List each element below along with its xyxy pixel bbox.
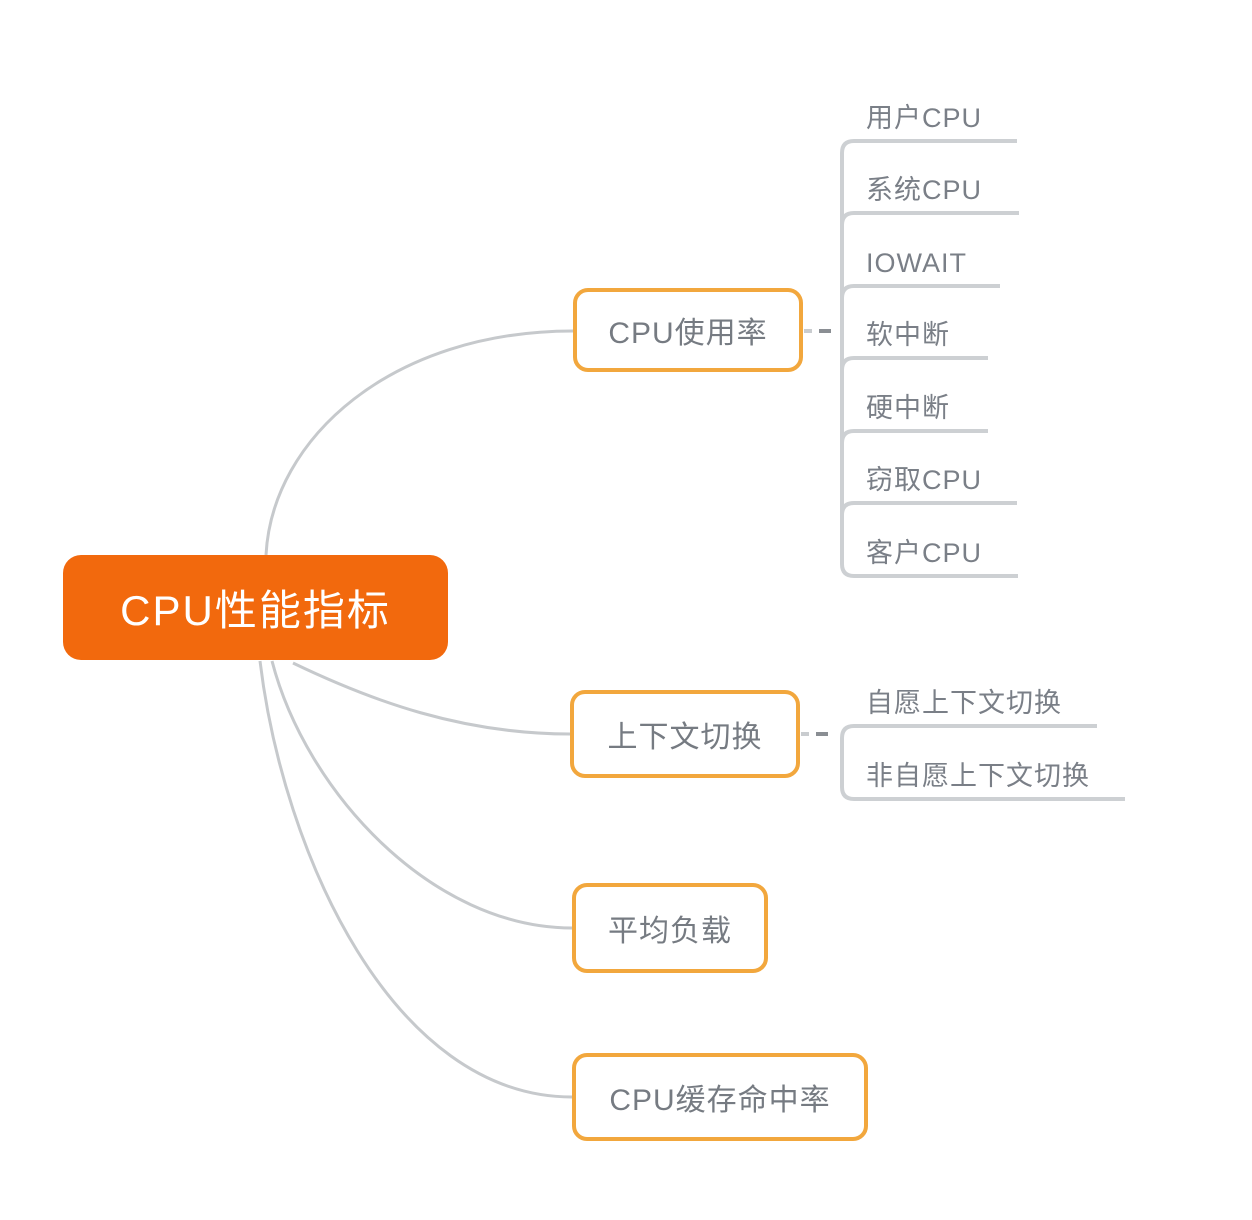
- subtopic-branch-spine-context-switch: [840, 724, 1125, 801]
- subtopic-user-cpu[interactable]: 用户CPU: [866, 103, 983, 133]
- subtopic-iowait[interactable]: IOWAIT: [866, 248, 967, 278]
- subtopic-line-hard-irq: [840, 429, 988, 444]
- subtopic-involuntary-context-switch[interactable]: 非自愿上下文切换: [866, 761, 1090, 791]
- subtopic-line-system-cpu: [840, 211, 1019, 226]
- connector-root-to-load-average: [270, 660, 573, 930]
- topic-context-switch[interactable]: 上下文切换: [570, 690, 800, 778]
- subtopic-branch-spine-cpu-usage: [840, 139, 1018, 578]
- topic-load-average[interactable]: 平均负载: [572, 883, 768, 973]
- subtopic-guest-cpu[interactable]: 客户CPU: [866, 538, 983, 568]
- connector-root-to-context-switch: [292, 661, 571, 736]
- subtopic-hard-irq[interactable]: 硬中断: [866, 393, 950, 423]
- subtopic-line-soft-irq: [840, 356, 988, 371]
- connector-root-to-cpu-usage: [264, 329, 574, 556]
- root-topic-cpu-performance-metrics[interactable]: CPU性能指标: [63, 555, 448, 660]
- subtopic-line-steal-cpu: [840, 501, 1017, 516]
- connector-root-to-cache-hit: [258, 660, 573, 1099]
- subtopic-soft-irq[interactable]: 软中断: [866, 320, 950, 350]
- subtopic-system-cpu[interactable]: 系统CPU: [866, 175, 983, 205]
- topic-cpu-cache-hit-rate[interactable]: CPU缓存命中率: [572, 1053, 868, 1141]
- topic-cpu-usage-rate[interactable]: CPU使用率: [573, 288, 803, 372]
- subtopic-line-iowait: [840, 284, 1000, 299]
- subtopic-steal-cpu[interactable]: 窃取CPU: [866, 465, 983, 495]
- subtopic-voluntary-context-switch[interactable]: 自愿上下文切换: [866, 688, 1062, 718]
